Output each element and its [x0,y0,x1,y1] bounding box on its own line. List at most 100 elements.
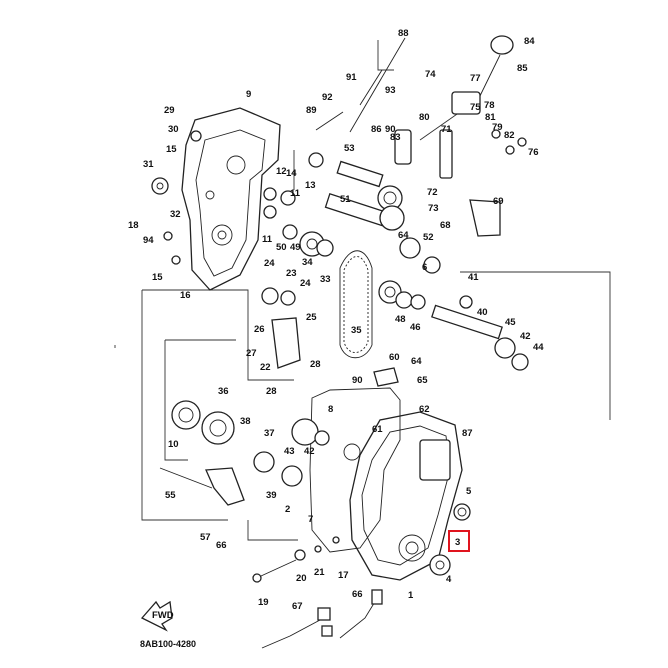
callout-26: 26 [254,324,265,335]
assembly-frame-lines [114,40,611,541]
callout-43: 43 [284,446,295,457]
callout-78: 78 [484,100,495,111]
callout-28b: 28 [310,359,321,370]
callout-10: 10 [168,439,179,450]
callout-31: 31 [143,159,154,170]
callout-50: 50 [276,242,287,253]
callout-4: 4 [446,574,452,585]
callout-53: 53 [344,143,355,154]
callout-39: 39 [266,490,277,501]
callout-16: 16 [180,290,191,301]
callout-69: 69 [493,196,504,207]
shift-linkage [315,35,527,237]
callout-76: 76 [528,147,539,158]
callout-9: 9 [246,89,251,100]
callout-41: 41 [468,272,479,283]
callout-24a: 24 [264,258,275,269]
callout-68: 68 [440,220,451,231]
callout-74: 74 [425,69,436,80]
callout-1: 1 [408,590,414,601]
callout-72: 72 [427,187,438,198]
callout-88: 88 [398,28,409,39]
callout-24b: 24 [300,278,311,289]
callout-11a: 11 [262,234,273,245]
callout-27: 27 [246,348,257,359]
callout-77: 77 [470,73,481,84]
callout-89: 89 [306,105,317,116]
left-case-cover [181,107,281,291]
callout-82: 82 [504,130,515,141]
callout-33: 33 [320,274,331,285]
main-shafts [159,160,503,489]
callout-labels: 1 2 3 4 5 6 7 8 9 10 11 11 12 13 14 15 1… [128,28,544,612]
callout-62: 62 [419,404,430,415]
callout-75: 75 [470,102,481,113]
callout-17: 17 [338,570,349,581]
callout-40: 40 [477,307,488,318]
callout-92: 92 [322,92,333,103]
callout-20: 20 [296,573,307,584]
callout-81: 81 [485,112,496,123]
callout-42b: 42 [520,331,531,342]
callout-61: 61 [372,424,383,435]
callout-91: 91 [346,72,357,83]
callout-36: 36 [218,386,229,397]
callout-13: 13 [305,180,316,191]
callout-65: 65 [417,375,428,386]
callout-38: 38 [240,416,251,427]
callout-64a: 64 [398,230,409,241]
fwd-label: FWD [152,610,174,621]
callout-34: 34 [302,257,313,268]
callout-11b: 11 [290,188,301,199]
forward-direction-arrow: FWD [140,600,174,632]
callout-5: 5 [466,486,472,497]
callout-8: 8 [328,404,333,415]
highlight-box [448,530,470,552]
callout-7: 7 [308,514,313,525]
callout-35: 35 [351,325,362,336]
callout-60: 60 [389,352,400,363]
callout-71: 71 [441,124,452,135]
callout-15a: 15 [166,144,177,155]
callout-28a: 28 [266,386,277,397]
callout-19: 19 [258,597,269,608]
callout-79: 79 [492,122,503,133]
callout-84: 84 [524,36,535,47]
callout-46: 46 [410,322,421,333]
callout-2: 2 [285,504,290,515]
callout-21: 21 [314,567,325,578]
callout-49: 49 [290,242,301,253]
callout-87: 87 [462,428,473,439]
callout-32: 32 [170,209,181,220]
callout-29: 29 [164,105,175,116]
callout-42a: 42 [304,446,315,457]
bolt-and-sensor-wires [252,559,383,649]
callout-48: 48 [395,314,406,325]
callout-3[interactable]: 3 [455,537,460,548]
callout-14: 14 [286,168,297,179]
callout-18: 18 [128,220,139,231]
callout-55: 55 [165,490,176,501]
gears-and-bearings [151,130,529,561]
callout-73: 73 [428,203,439,214]
callout-93: 93 [385,85,396,96]
callout-12: 12 [276,166,287,177]
callout-52: 52 [423,232,434,243]
case-gasket [309,387,401,553]
shift-fork-assembly [205,317,399,506]
callout-80: 80 [419,112,430,123]
callout-66a: 66 [216,540,227,551]
callout-30: 30 [168,124,179,135]
callout-45: 45 [505,317,516,328]
callout-6: 6 [422,262,427,273]
callout-22: 22 [260,362,271,373]
callout-64b: 64 [411,356,422,367]
callout-94: 94 [143,235,154,246]
callout-66b: 66 [352,589,363,600]
callout-51: 51 [340,194,351,205]
callout-44: 44 [533,342,544,353]
drive-chain [339,250,373,359]
callout-15b: 15 [152,272,163,283]
callout-37: 37 [264,428,275,439]
